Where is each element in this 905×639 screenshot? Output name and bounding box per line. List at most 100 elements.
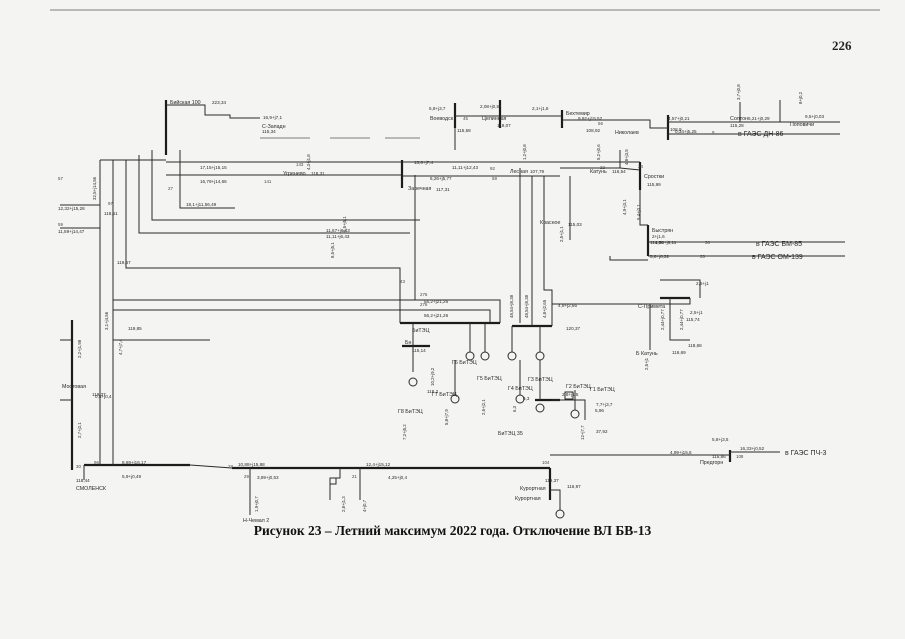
f-bitec4: 4,9+j2,66 <box>558 303 577 308</box>
node-krasnoe: Красное <box>540 220 560 226</box>
v-smol: 118,44 <box>76 478 90 483</box>
f-om: 5,8+j8,32 <box>650 254 669 259</box>
f-mid2: 11,11+j6,43 <box>326 234 350 239</box>
f-bot3: 2,8+j1,3 <box>341 496 346 512</box>
v-voev: 115,58 <box>457 128 471 133</box>
f-bot6: 4+j0,7 <box>362 499 367 512</box>
v-pred: 115,86 <box>712 454 726 459</box>
f-cel2: 2,1+j1,6 <box>532 106 549 111</box>
line-141: 141 <box>264 179 272 184</box>
f-bbb: 5,4+j3,1 <box>636 204 641 220</box>
gen-label-g4: Г4 БиТЭЦ <box>508 386 533 392</box>
node-smolenskoe: СМОЛЕНСК <box>76 486 107 492</box>
f-kat: 5,2+j0,6 <box>596 144 601 160</box>
f-left4: 3,1+j4,56 <box>104 311 109 330</box>
f-sros: 4,9+j3,1 <box>622 199 627 215</box>
v-bn: 115,14 <box>412 348 426 353</box>
v-primeta: 115,74 <box>686 317 700 322</box>
node-s-zapad: С-Западн <box>262 124 286 130</box>
generator-g1-symbol <box>570 409 580 419</box>
node-bekhtemir: Бехтемир <box>566 111 590 117</box>
v-solt: 115,28 <box>730 123 744 128</box>
f-mid1: 6,5+j5,1 <box>342 216 347 232</box>
node-nikolaevka: Николаев <box>615 130 639 136</box>
line-276b: 276 <box>420 302 428 307</box>
line-56: 56 <box>598 121 603 126</box>
gaes-pch-3: в ГАЭС ПЧ-3 <box>785 450 827 457</box>
f-left3: 32,5+j14,56 <box>92 176 97 200</box>
line-numbers: 45 56 9 22 24 143 141 92 58 38 33 27 97 … <box>58 116 744 479</box>
f-les: 1,2+j0,8 <box>522 144 527 160</box>
line-43: 43 <box>400 279 405 284</box>
gen-label-g3: Г3 БиТЭЦ <box>528 377 553 383</box>
f-zar2: 11,11+j12,43 <box>452 165 478 170</box>
node-bn: Бн <box>405 340 411 346</box>
generator-g3-symbol <box>535 351 545 361</box>
f-g8: 7,2+j5,2 <box>402 424 407 440</box>
node-voevodsk: Воеводск <box>430 116 454 122</box>
flow-labels-rotated: 3,7+j0,8 8+j0,2 4,3+j1,8 1,2+j0,8 5,2+j0… <box>77 84 803 512</box>
f-b100c: 18,1+j11,56,49 <box>186 202 217 207</box>
v-left1: 118,51 <box>104 211 118 216</box>
gen-label-g8: Г8 БиТЭЦ <box>398 409 423 415</box>
node-n-chemal: Н-Чемал 2 <box>243 518 269 524</box>
node-kurortnaya-2: Курортная <box>515 496 541 502</box>
f-bitec1: 48,54+j8,38 <box>509 294 514 318</box>
f-bot5: 4,25+j0,4 <box>388 475 407 480</box>
node-kurortnaya: Курортная <box>520 486 546 492</box>
v-b35: 37,92 <box>596 429 608 434</box>
figure-caption: Рисунок 23 – Летний максимум 2022 года. … <box>253 523 652 538</box>
transformer-bottom-symbol <box>329 477 337 485</box>
v-ctr: 6,3 <box>523 396 530 401</box>
gen-label-g6: Г6 БиТЭЦ <box>452 360 477 366</box>
node-lesnaya: Лесная <box>510 169 528 175</box>
gaes-labels: в ГАЭС ДН-86 в ГАЭС БМ-85 в ГАЭС ОМ-139 … <box>738 131 827 457</box>
f-prim2: 2,5+j1 <box>690 310 703 315</box>
node-katun: Катунь <box>590 169 607 175</box>
v-zar: 117,31 <box>436 187 450 192</box>
v-sros: 115,99 <box>647 182 661 187</box>
line-108: 108 <box>736 454 744 459</box>
f-left5: 4,7+j7,4 <box>118 339 123 355</box>
line-21: 21 <box>352 474 357 479</box>
line-38: 38 <box>705 240 710 245</box>
f-pop: 9,5+j0,03 <box>805 114 824 119</box>
f-cel1: 2,08+j0,54 <box>480 104 502 109</box>
f-bot4: 12,4+j15,12 <box>366 462 391 467</box>
f-left1: 12,32+j15,28 <box>58 206 85 211</box>
generator-g7-symbol <box>450 394 460 404</box>
scan-artifacts <box>50 9 880 139</box>
f-g6: 5,8+j7,9 <box>444 409 449 425</box>
gen-label-g1: Г1 БиТЭЦ <box>590 387 615 393</box>
v-bkat2: 118,68 <box>688 343 702 348</box>
v-kras: 115,03 <box>568 222 582 227</box>
f-pch: 16,33+j0,52 <box>740 446 765 451</box>
f-mid4: 8,5+j5,1 <box>330 242 335 258</box>
f-bitec3: 4,8+j2,65 <box>542 299 547 318</box>
node-ugrenevo: Угренево <box>283 171 306 177</box>
f-solt2: 3,7+j0,8 <box>736 84 741 100</box>
f-bot1: 10,88+j15,88 <box>238 462 265 467</box>
f-g4: 6,3 <box>512 405 517 412</box>
v-szapad: 115,34 <box>262 129 276 134</box>
f-smol2: 5,9+j0,49 <box>122 474 141 479</box>
line-28: 28 <box>228 464 233 469</box>
v-b2: 118,2 <box>427 389 439 394</box>
f-b100b: 16,79+j14,66 <box>200 179 227 184</box>
f-g5: 2,5+j2,1 <box>481 399 486 415</box>
f-bijsk: 16,9+j7,1 <box>263 115 282 120</box>
v-les: 107,79 <box>530 169 544 174</box>
f-kat2: 4,8+j3,5 <box>624 149 629 165</box>
v-bystr: 114,38 <box>650 240 664 245</box>
line-9: 9 <box>712 130 715 135</box>
f-mostB: 0,5+j0,4 <box>95 394 112 399</box>
line-57: 57 <box>58 176 63 181</box>
node-zarechnaya: Заречная <box>408 186 431 192</box>
f-left2: 11,59+j14,47 <box>58 229 85 234</box>
f-ugr: 4,3+j1,8 <box>306 154 311 170</box>
f-voev: 5,8+j3,7 <box>429 106 446 111</box>
generator-g6-symbol <box>465 351 475 361</box>
page-number: 226 <box>832 38 852 53</box>
f-bb: 2,8+j1,5 <box>562 392 579 397</box>
f-bus1: 56,2+j21,26 <box>424 299 449 304</box>
